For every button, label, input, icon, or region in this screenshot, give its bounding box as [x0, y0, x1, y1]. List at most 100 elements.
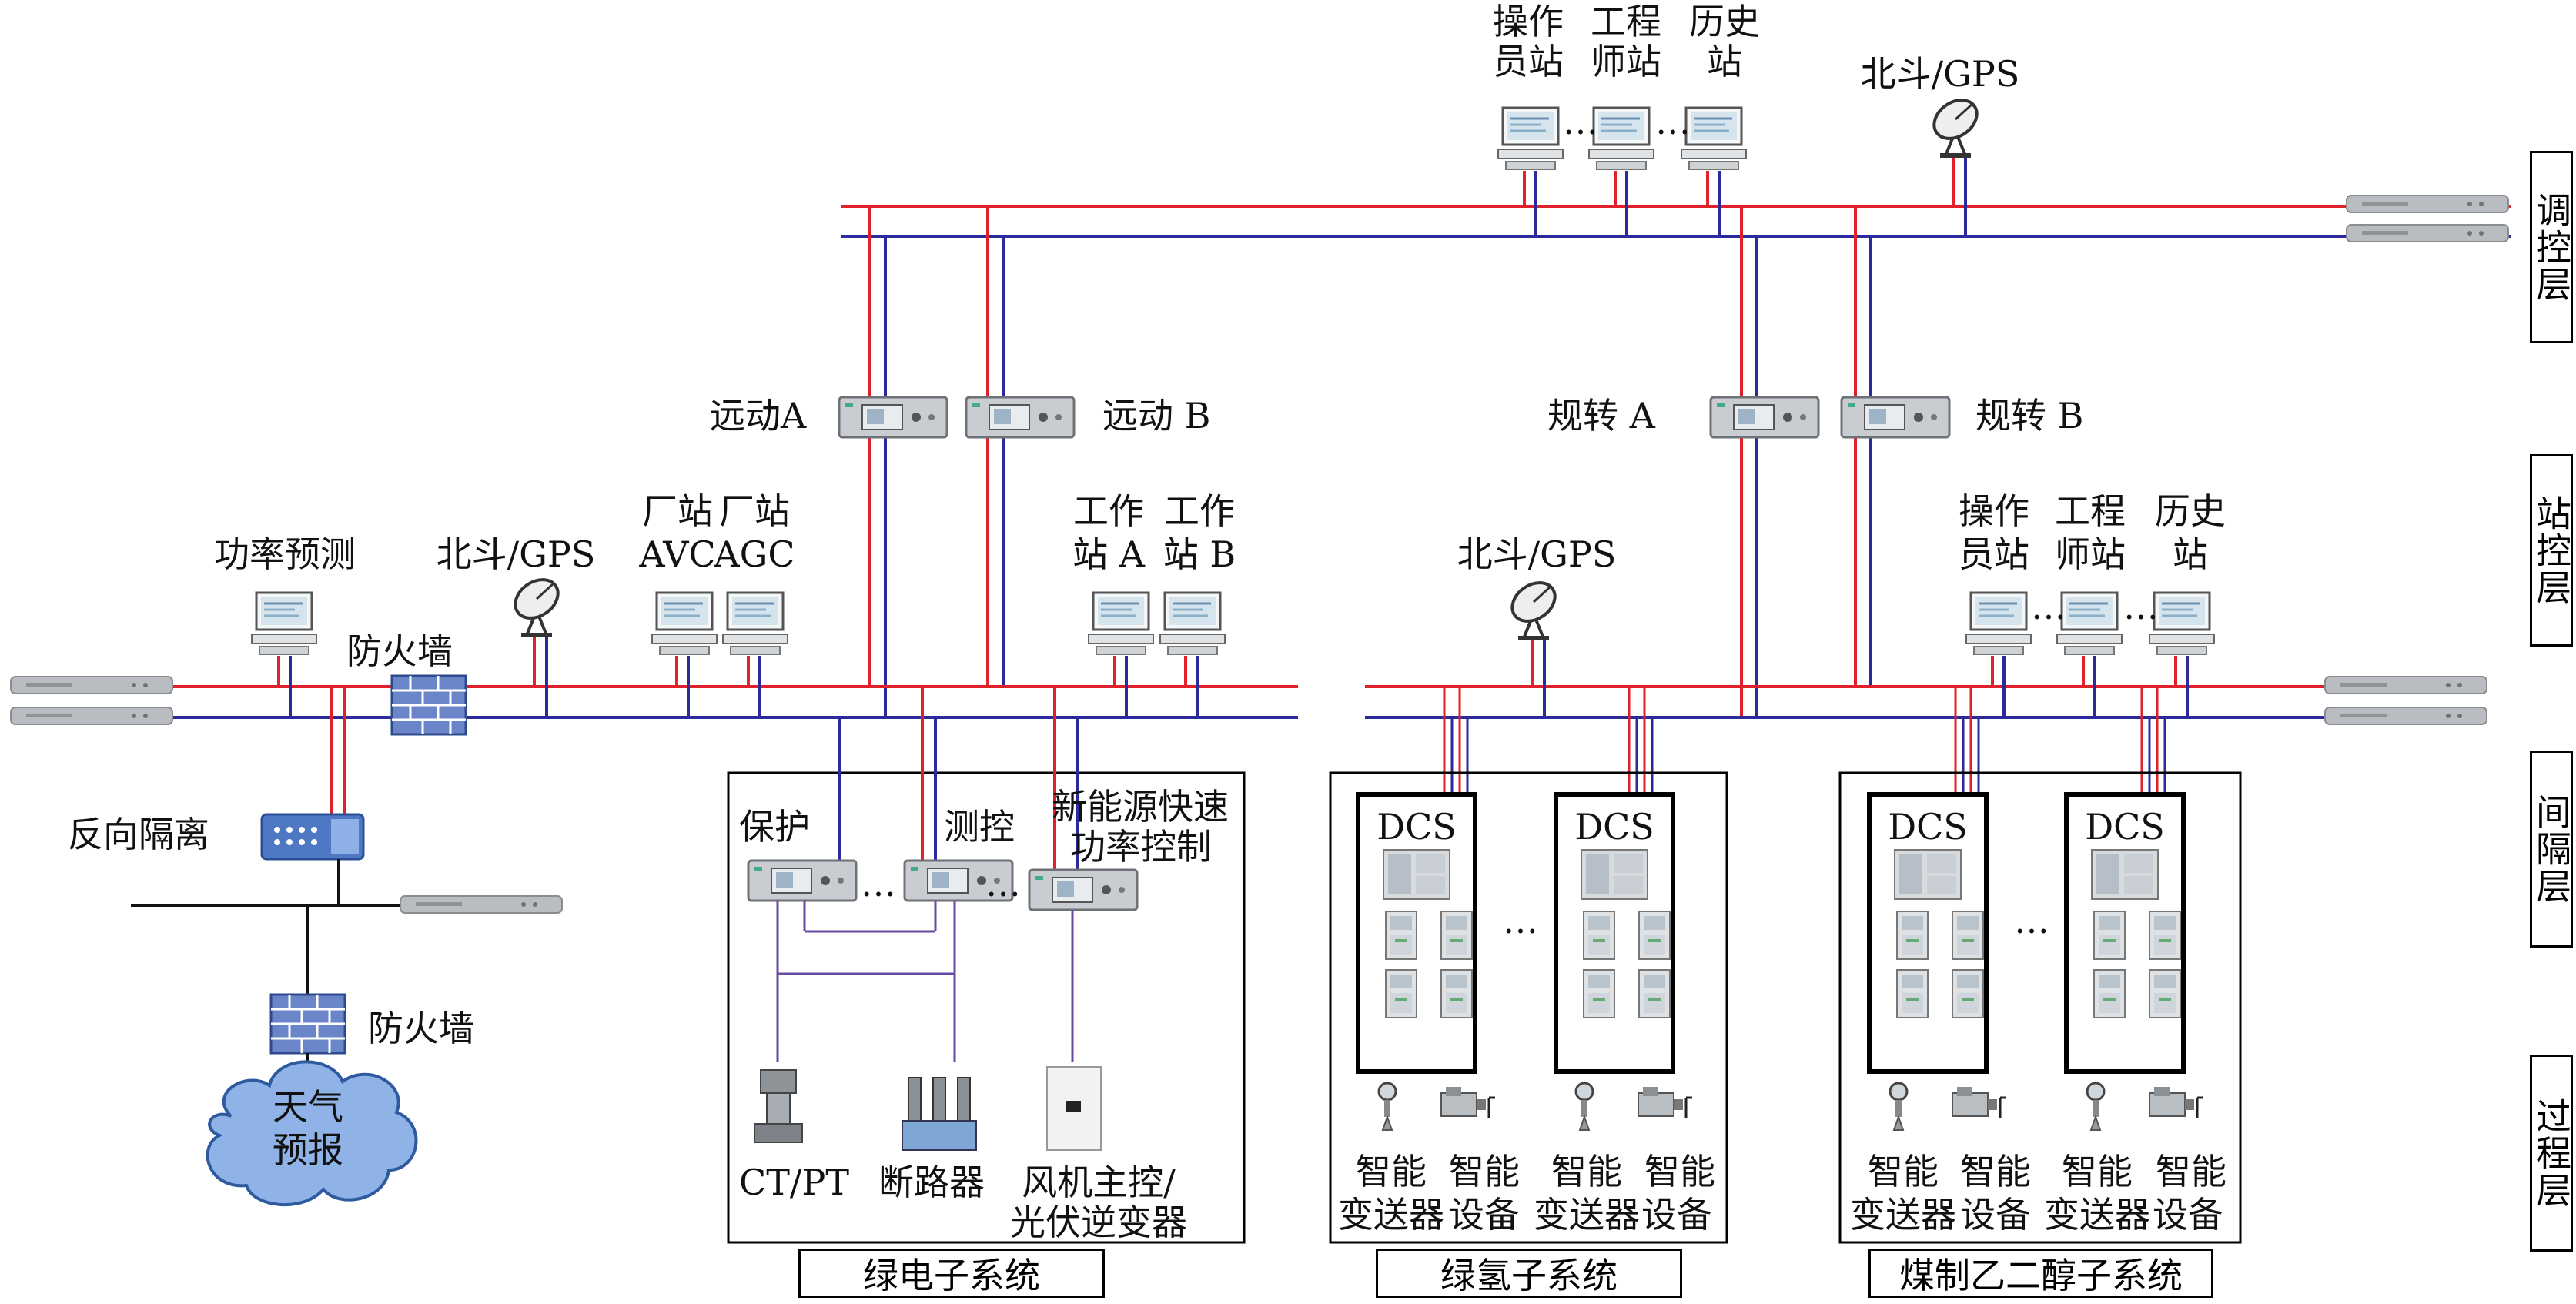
transmitter-label-2: 变送器: [1850, 1194, 1956, 1235]
workstation-a-label-2: 站 A: [1072, 533, 1145, 575]
smart-device-icon: [1440, 1085, 1497, 1119]
left-lower-switch: [400, 895, 563, 914]
top-beidou-label: 北斗/GPS: [1860, 53, 2020, 95]
ellipsis: …: [2123, 586, 2159, 627]
top-beidou-dish: [1925, 90, 1986, 159]
dcs-cabinet-icon: [2091, 849, 2159, 900]
telecontrol-a-label: 远动A: [710, 395, 807, 436]
transmitter-label-2: 变送器: [2044, 1194, 2150, 1235]
transmitter-label-1: 智能: [1356, 1151, 1427, 1192]
right-operator-pc: [1965, 591, 2032, 656]
right-engineer-label-2: 师站: [2055, 533, 2126, 575]
right-switch-a: [2324, 676, 2487, 694]
protection-device: [747, 859, 858, 902]
hydrogen-title: 绿氢子系统: [1376, 1249, 1682, 1298]
ellipsis: …: [985, 863, 1021, 904]
top-history-label-1: 历史: [1689, 1, 1760, 42]
protocol-a-label: 规转 A: [1547, 395, 1655, 436]
hydrogen-box: [1329, 771, 1728, 1244]
right-beidou-label: 北斗/GPS: [1457, 533, 1617, 575]
left-beidou-label: 北斗/GPS: [436, 533, 596, 575]
device-label-2: 设备: [1449, 1194, 1520, 1235]
ellipsis: …: [861, 863, 896, 904]
smart-device-icon: [2148, 1085, 2205, 1119]
dcs-cabinet-icon: [1383, 849, 1450, 900]
green-power-title: 绿电子系统: [798, 1249, 1105, 1298]
top-history-pc: [1680, 106, 1748, 171]
firewall2-label: 防火墙: [368, 1008, 474, 1049]
top-switch-b: [2346, 224, 2509, 242]
avc-label-2: AVC: [639, 533, 716, 575]
ellipsis: …: [1503, 900, 1538, 941]
dcs-cabinet-icon: [1894, 849, 1962, 900]
top-operator-label-1: 操作: [1493, 1, 1564, 42]
right-operator-label-1: 操作: [1959, 490, 2029, 532]
transmitter-label-2: 变送器: [1534, 1194, 1640, 1235]
glycol-title: 煤制乙二醇子系统: [1868, 1249, 2213, 1298]
left-switch-b: [10, 707, 173, 725]
inverter-icon: [1046, 1066, 1102, 1151]
transmitter-label-1: 智能: [1868, 1151, 1939, 1192]
power-forecast-label: 功率预测: [214, 533, 356, 575]
breaker-label: 断路器: [878, 1162, 985, 1203]
left-beidou-dish: [506, 570, 567, 639]
turbine-label-1: 风机主控/: [1022, 1162, 1176, 1203]
top-operator-pc: [1497, 106, 1564, 171]
agc-pc: [721, 591, 789, 656]
layer-bay: 间隔层: [2530, 751, 2573, 948]
agc-label-1: 厂站: [719, 490, 790, 532]
firewall-label: 防火墙: [346, 630, 453, 672]
transmitter-label-1: 智能: [2062, 1151, 2133, 1192]
top-engineer-pc: [1587, 106, 1655, 171]
ellipsis: …: [1655, 101, 1691, 142]
ellipsis: …: [1563, 101, 1598, 142]
protection-label: 保护: [739, 806, 810, 848]
dcs-label: DCS: [1377, 806, 1457, 848]
fast-power-device: [1028, 868, 1139, 911]
measure-label: 测控: [944, 806, 1015, 848]
telecontrol-b-label: 远动 B: [1102, 395, 1211, 436]
weather-cloud-icon: [206, 1060, 418, 1206]
avc-label-1: 厂站: [642, 490, 713, 532]
protocol-b-device: [1840, 396, 1951, 439]
dcs-label: DCS: [2085, 806, 2165, 848]
dcs-cabinet-icon: [1581, 849, 1648, 900]
workstation-b-label-2: 站 B: [1163, 533, 1236, 575]
transmitter-label-1: 智能: [1551, 1151, 1622, 1192]
firewall2-icon: [269, 993, 346, 1055]
device-label-2: 设备: [1641, 1194, 1712, 1235]
weather-label-1: 天气: [273, 1086, 343, 1128]
transmitter-icon: [1377, 1082, 1397, 1132]
telecontrol-a-device: [838, 396, 948, 439]
glycol-box: [1838, 771, 2242, 1244]
right-history-label-1: 历史: [2155, 490, 2226, 532]
device-label-2: 设备: [2153, 1194, 2223, 1235]
transmitter-icon: [2086, 1082, 2106, 1132]
smart-device-icon: [1637, 1085, 1694, 1119]
right-switch-b: [2324, 707, 2487, 725]
left-switch-a: [10, 676, 173, 694]
top-history-label-2: 站: [1707, 41, 1742, 82]
workstation-a-label-1: 工作: [1073, 490, 1144, 532]
top-engineer-label-2: 师站: [1591, 41, 1661, 82]
transmitter-icon: [1889, 1082, 1909, 1132]
top-operator-label-2: 员站: [1493, 41, 1564, 82]
transmitter-label-2: 变送器: [1338, 1194, 1444, 1235]
device-label-1: 智能: [1644, 1151, 1715, 1192]
smart-device-icon: [1951, 1085, 2008, 1119]
reverse-isolation-label: 反向隔离: [68, 814, 209, 855]
transmitter-icon: [1574, 1082, 1594, 1132]
right-history-label-2: 站: [2173, 533, 2208, 575]
right-engineer-label-1: 工程: [2055, 490, 2126, 532]
turbine-label-2: 光伏逆变器: [1010, 1202, 1187, 1243]
workstation-b-label-1: 工作: [1164, 490, 1235, 532]
firewall-icon: [390, 674, 467, 736]
device-label-1: 智能: [1960, 1151, 2031, 1192]
ctpt-icon: [754, 1069, 803, 1143]
workstation-b-pc: [1159, 591, 1226, 656]
device-label-1: 智能: [2156, 1151, 2226, 1192]
protocol-b-label: 规转 B: [1975, 395, 2084, 436]
dcs-label: DCS: [1574, 806, 1654, 848]
